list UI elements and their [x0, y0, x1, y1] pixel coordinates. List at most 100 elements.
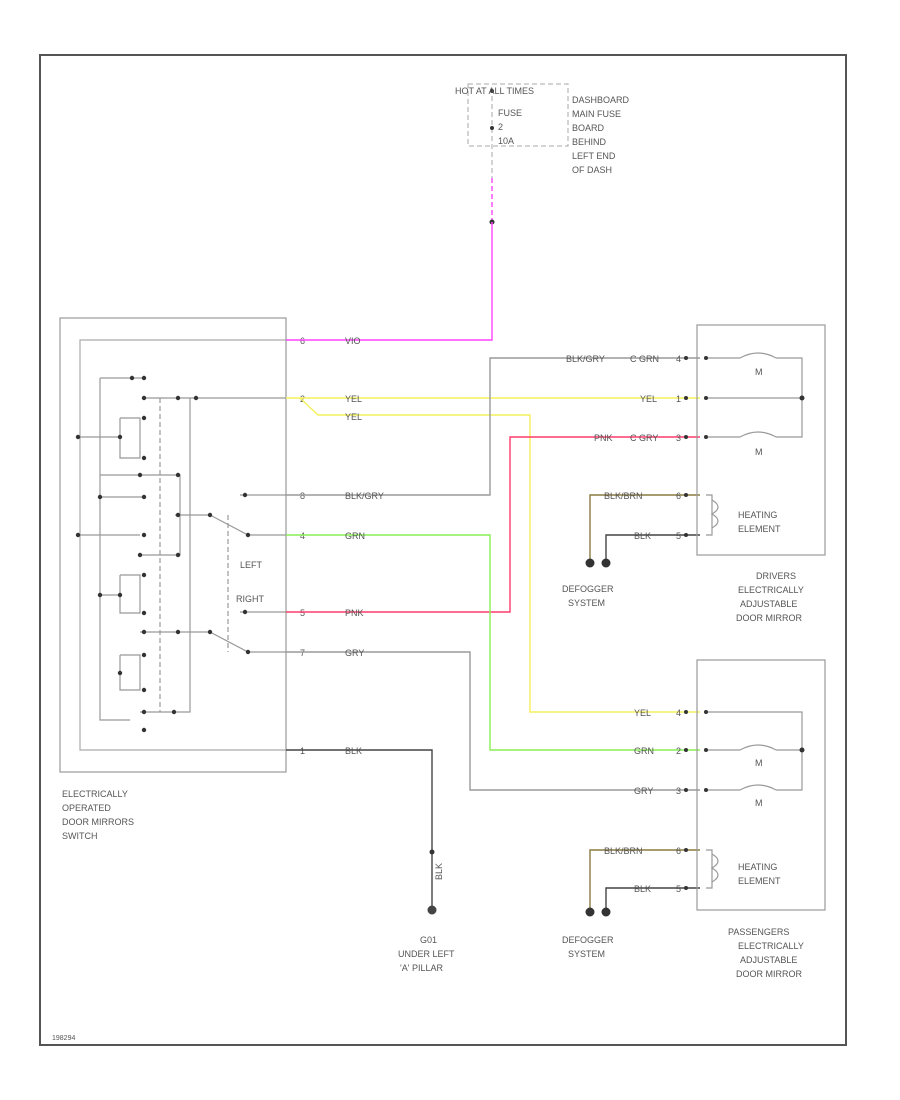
ground-location-line-1: G01	[420, 935, 437, 945]
wire-labels: VIO YEL YEL BLK/GRY GRN PNK GRY BLK	[345, 336, 384, 756]
passenger-wire-4-color: BLK/BRN	[604, 846, 643, 856]
switch-title-line-1: ELECTRICALLY	[62, 789, 128, 799]
wire-yel-passenger	[299, 397, 700, 713]
wire-label-gry: GRY	[345, 648, 364, 658]
driver-wire-5-color: BLK	[634, 531, 651, 541]
switch-outline	[59, 317, 287, 773]
pin-8: 8	[300, 491, 305, 501]
passenger-defogger-terminal-2-icon	[601, 907, 611, 917]
driver-title-line-2: ELECTRICALLY	[738, 585, 804, 595]
wire-label-vio: VIO	[345, 336, 361, 346]
power-source-label: HOT AT ALL TIMES	[455, 86, 534, 96]
wires	[286, 222, 700, 910]
driver-title-line-1: DRIVERS	[756, 571, 796, 581]
driver-wire-1-conn: C GRN	[630, 354, 659, 364]
passenger-defogger-line-1: DEFOGGER	[562, 935, 614, 945]
passenger-wire-2-color: GRN	[634, 746, 654, 756]
fuse-location-line-4: BEHIND	[572, 137, 607, 147]
driver-heater-line-1: HEATING	[738, 510, 777, 520]
passenger-wire-4-pin: 6	[676, 846, 681, 856]
fuse-location-line-3: BOARD	[572, 123, 605, 133]
wire-pnk	[286, 436, 700, 613]
pin-2: 2	[300, 394, 305, 404]
ground-point: BLK G01 UNDER LEFT 'A' PILLAR	[398, 849, 455, 973]
passenger-mirror: M M YEL 4 GRN 2 GRY 3 BLK/BRN 6 BLK 5 HE…	[604, 659, 826, 979]
passenger-title-line-3: ADJUSTABLE	[740, 955, 797, 965]
driver-defogger-line-2: SYSTEM	[568, 598, 605, 608]
passenger-wire-1-pin: 4	[676, 708, 681, 718]
fuse-number: 2	[498, 122, 503, 132]
driver-wire-5-pin: 5	[676, 531, 681, 541]
passenger-wire-1-color: YEL	[634, 708, 651, 718]
passenger-wire-2-pin: 2	[676, 746, 681, 756]
fuse-location-line-5: LEFT END	[572, 151, 616, 161]
driver-heater-line-2: ELEMENT	[738, 524, 781, 534]
pin-7: 7	[300, 648, 305, 658]
passenger-defogger: DEFOGGER SYSTEM	[562, 907, 614, 959]
passenger-motor-2: M	[755, 798, 763, 808]
driver-wire-3-color: PNK	[594, 433, 613, 443]
driver-defogger-terminal-2-icon	[601, 558, 611, 568]
wire-vio	[286, 222, 493, 341]
passenger-title-line-2: ELECTRICALLY	[738, 941, 804, 951]
switch-internal-bus	[79, 339, 286, 751]
switch-right-label: RIGHT	[236, 594, 265, 604]
wire-blk-ground	[286, 749, 433, 908]
wire-label-blk: BLK	[345, 746, 362, 756]
footer-code: 198294	[52, 1035, 75, 1042]
diagram-frame	[39, 54, 847, 1046]
passenger-title-line-1: PASSENGERS	[728, 927, 789, 937]
switch-title-line-2: OPERATED	[62, 803, 111, 813]
driver-mirror: M M BLK/GRY C GRN 4 YEL 1 PNK C GRY 3 BL…	[566, 324, 826, 623]
ground-wire-label: BLK	[434, 863, 444, 880]
passenger-wire-5-pin: 5	[676, 884, 681, 894]
fuse-amperage: 10A	[498, 136, 514, 146]
driver-wire-4-pin: 6	[676, 491, 681, 501]
pin-5: 5	[300, 608, 305, 618]
driver-wire-3-conn: C GRY	[630, 433, 658, 443]
switch-pins: 6 2 8 4 5 7 1	[300, 336, 305, 756]
pin-6: 6	[300, 336, 305, 346]
driver-wire-4-color: BLK/BRN	[604, 491, 643, 501]
passenger-defogger-terminal-1-icon	[585, 907, 595, 917]
wire-driver-defogger-1	[589, 494, 700, 560]
passenger-motor-1: M	[755, 758, 763, 768]
passenger-wire-5-color: BLK	[634, 884, 651, 894]
switch-contacts	[78, 377, 286, 721]
driver-motor-1: M	[755, 367, 763, 377]
driver-defogger-line-1: DEFOGGER	[562, 584, 614, 594]
ground-terminal-icon	[427, 905, 437, 915]
driver-wire-2-color: YEL	[640, 394, 657, 404]
driver-title-line-4: DOOR MIRROR	[736, 613, 802, 623]
driver-wire-3-pin: 3	[676, 433, 681, 443]
switch-left-label: LEFT	[240, 560, 263, 570]
wire-passenger-defogger-2	[605, 887, 700, 910]
driver-motor-2: M	[755, 447, 763, 457]
mirror-switch: LEFT RIGHT ELECTRICALLY OPERATED DOOR MI…	[59, 317, 287, 841]
wire-label-grn: GRN	[345, 531, 365, 541]
driver-wire-2-pin: 1	[676, 394, 681, 404]
driver-defogger-terminal-1-icon	[585, 558, 595, 568]
fuse-label: FUSE	[498, 108, 522, 118]
driver-defogger: DEFOGGER SYSTEM	[562, 558, 614, 608]
switch-title-line-3: DOOR MIRRORS	[62, 817, 134, 827]
passenger-heater-line-1: HEATING	[738, 862, 777, 872]
passenger-heater-line-2: ELEMENT	[738, 876, 781, 886]
wire-label-yel-branch: YEL	[345, 412, 362, 422]
passenger-wire-3-color: GRY	[634, 786, 653, 796]
wire-label-yel: YEL	[345, 394, 362, 404]
ground-location-line-2: UNDER LEFT	[398, 949, 455, 959]
wire-passenger-defogger-1	[589, 849, 700, 910]
passenger-title-line-4: DOOR MIRROR	[736, 969, 802, 979]
wire-grn	[286, 534, 700, 751]
driver-mirror-outline	[696, 324, 826, 556]
wire-blk-gry	[286, 357, 700, 496]
fuse-location-line-6: OF DASH	[572, 165, 612, 175]
pin-4: 4	[300, 531, 305, 541]
pin-1: 1	[300, 746, 305, 756]
passenger-defogger-line-2: SYSTEM	[568, 949, 605, 959]
wire-gry	[286, 651, 700, 791]
driver-wire-1-color: BLK/GRY	[566, 354, 605, 364]
switch-title: ELECTRICALLY OPERATED DOOR MIRRORS SWITC…	[62, 789, 134, 841]
